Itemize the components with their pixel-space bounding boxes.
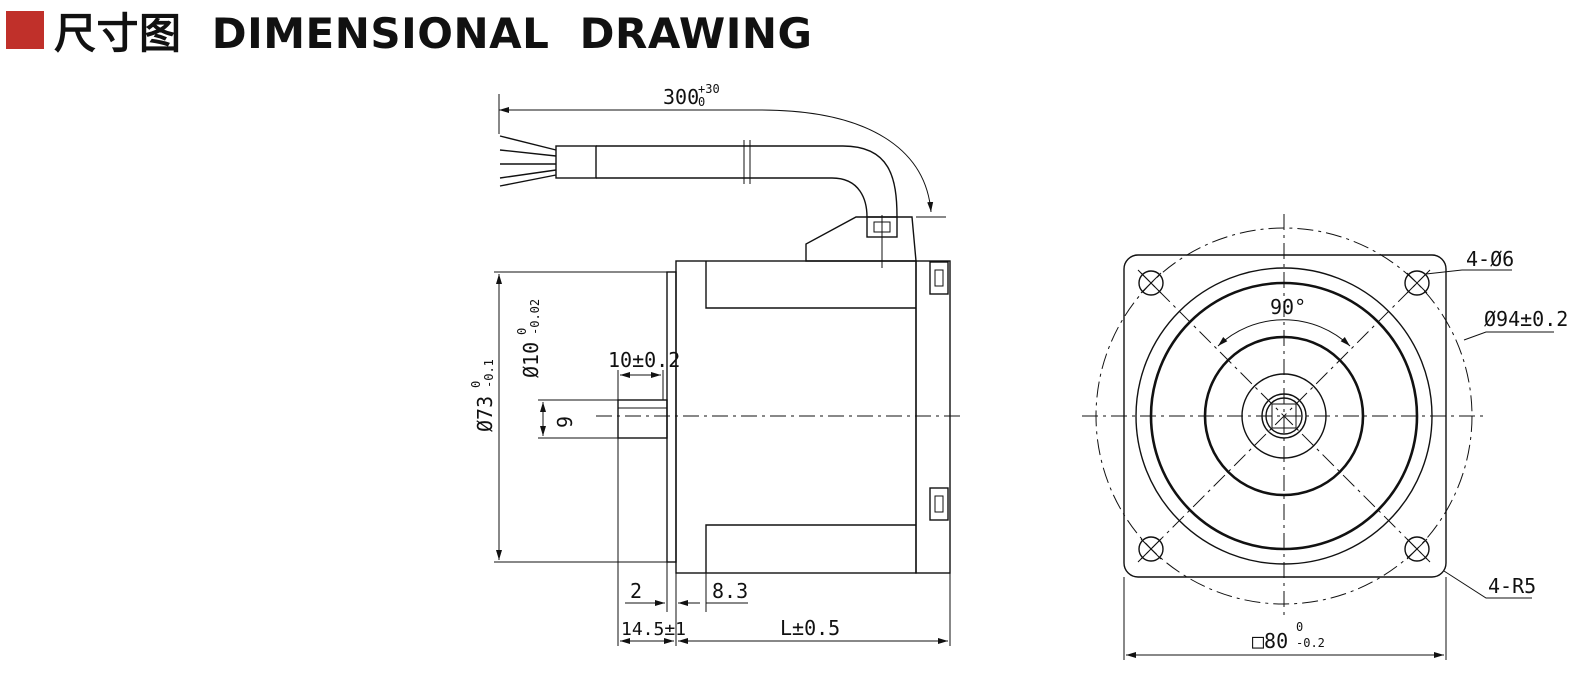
dim-holes: 4-Ø6 xyxy=(1466,247,1514,271)
svg-text:0: 0 xyxy=(1296,620,1303,634)
mounting-hole xyxy=(1138,536,1164,562)
mounting-hole xyxy=(1404,536,1430,562)
mounting-hole xyxy=(1138,270,1164,296)
svg-text:-0.1: -0.1 xyxy=(482,359,496,388)
dim-body-length: L±0.5 xyxy=(780,616,840,640)
section-header: 尺寸图 DIMENSIONAL DRAWING xyxy=(6,6,813,58)
lead-wires xyxy=(499,135,557,187)
svg-text:0: 0 xyxy=(698,95,705,109)
dim-flat: 9 xyxy=(553,416,577,428)
cable-bottom-edge xyxy=(596,177,868,218)
rear-cap xyxy=(915,260,951,574)
red-square-icon xyxy=(6,11,44,49)
mounting-hole xyxy=(1404,270,1430,296)
svg-text:+30: +30 xyxy=(698,82,720,96)
dim-shaft-length: 10±0.2 xyxy=(608,348,680,372)
body-step-top xyxy=(705,261,916,309)
cable-top-edge xyxy=(596,145,898,218)
dim-flange-thickness: 8.3 xyxy=(712,579,748,603)
cable-sleeve xyxy=(555,145,597,179)
svg-text:0: 0 xyxy=(469,381,483,388)
shaft xyxy=(617,399,668,439)
section-title: 尺寸图 DIMENSIONAL DRAWING xyxy=(54,8,813,58)
dim-angle: 90° xyxy=(1270,295,1306,319)
dim-pilot: 2 xyxy=(630,579,642,603)
svg-text:-0.2: -0.2 xyxy=(1296,636,1325,650)
svg-text:-0.02: -0.02 xyxy=(528,299,542,335)
dim-shaft-total: 14.5±1 xyxy=(621,619,686,640)
dim-flange-dia: Ø73 xyxy=(473,396,497,432)
cable-gland xyxy=(805,216,917,262)
dim-square: □80 xyxy=(1252,629,1288,653)
svg-text:0: 0 xyxy=(515,328,529,335)
dim-corner-radius: 4-R5 xyxy=(1488,574,1536,598)
flange-pilot xyxy=(666,271,677,563)
dim-shaft-dia: Ø10 xyxy=(519,342,543,378)
side-view: 300 +30 0 Ø73 0 -0.1 Ø10 0 -0.02 9 10±0.… xyxy=(469,82,962,646)
dim-cable-length: 300 xyxy=(663,85,699,109)
rear-screw-bottom xyxy=(929,487,949,521)
body-step-bottom xyxy=(705,524,916,573)
front-view: 90° 4-Ø6 Ø94±0.2 4-R5 □80 0 -0.2 xyxy=(1082,214,1568,660)
dim-pcd: Ø94±0.2 xyxy=(1484,307,1568,331)
rear-screw-top xyxy=(929,261,949,295)
